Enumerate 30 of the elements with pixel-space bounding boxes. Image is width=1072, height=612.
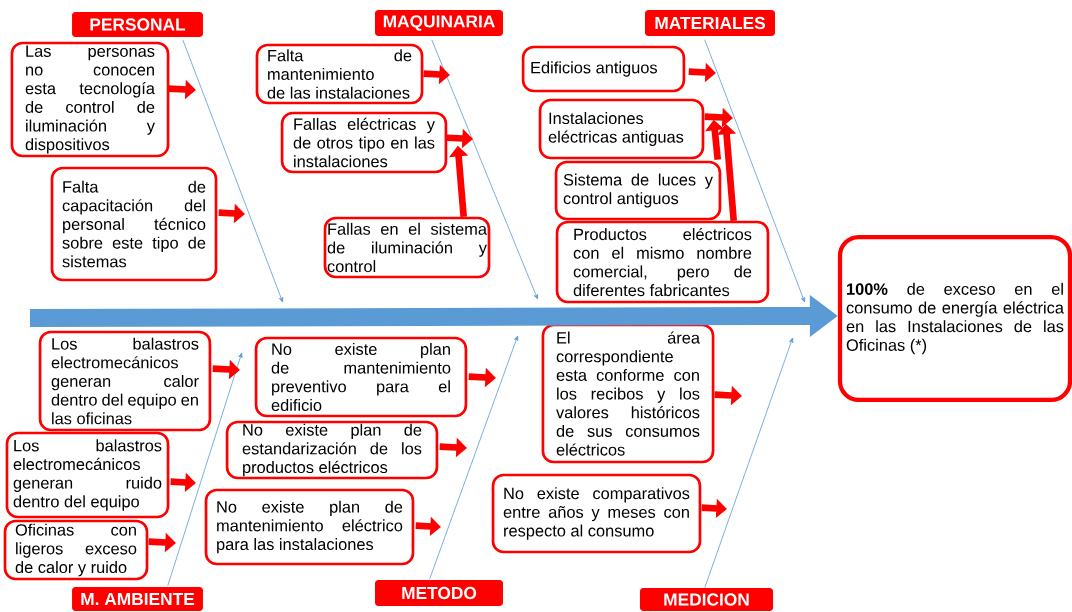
cause-box: Sistema de luces y control antiguos [554, 160, 722, 221]
cause-box: No existe plan de mantenimiento eléctrico para las instalaciones [204, 488, 415, 566]
category-label: M. AMBIENTE [72, 587, 203, 611]
cause-box: Edificios antiguos [521, 45, 686, 93]
cause-box: No existe plan de mantenimiento preventivo para el edificio [254, 336, 468, 418]
category-label: MAQUINARIA [375, 10, 503, 36]
bone-arrow [431, 39, 538, 300]
cause-box: Fallas en el sistema de iluminación y control [323, 216, 491, 279]
bone-arrow [704, 39, 806, 303]
cause-box: Falta de mantenimiento de las instalaciones [255, 43, 424, 105]
cause-box: Las personas no conocen esta tecnología de control de iluminación y dispositivos [10, 41, 170, 158]
bone-arrow [167, 352, 243, 587]
cause-box: No existe comparativos entre años y meses con respecto al consumo [491, 473, 702, 554]
bone-arrow [429, 335, 519, 580]
cause-box: Oficinas con ligeros exceso de calor y ruido [3, 519, 149, 581]
cause-box: Falta de capacitación del personal técnico sobre este tipo de sistemas [50, 166, 218, 282]
cause-box: No existe plan de estandarización de los productos eléctricos [225, 420, 439, 480]
cause-box: Instalaciones eléctricas antiguas [538, 98, 705, 160]
category-label: METODO [375, 580, 503, 606]
effect-box: 100% de exceso en el consumo de energía eléctrica en las Instalaciones de las Oficinas (*) [837, 234, 1072, 403]
category-label: MATERIALES [645, 10, 775, 36]
bone-arrow [704, 337, 794, 589]
bone-arrow [182, 39, 284, 303]
cause-box: Productos eléctricos con el mismo nombre comercial, pero de diferentes fabricantes [555, 220, 770, 304]
cause-box: El área correspondiente esta conforme con los recibos y los valores históricos de sus consumos eléctricos [541, 323, 715, 464]
category-label: PERSONAL [72, 11, 203, 38]
cause-box: Fallas eléctricas y de otros tipo en las instalaciones [280, 111, 448, 174]
category-label: MEDICION [639, 588, 774, 611]
cause-box: Los balastros electromecánicos generan ruido dentro del equipo [5, 431, 170, 519]
cause-box: Los balastros electromecánicos generan calor dentro del equipo en las oficinas [38, 330, 212, 432]
